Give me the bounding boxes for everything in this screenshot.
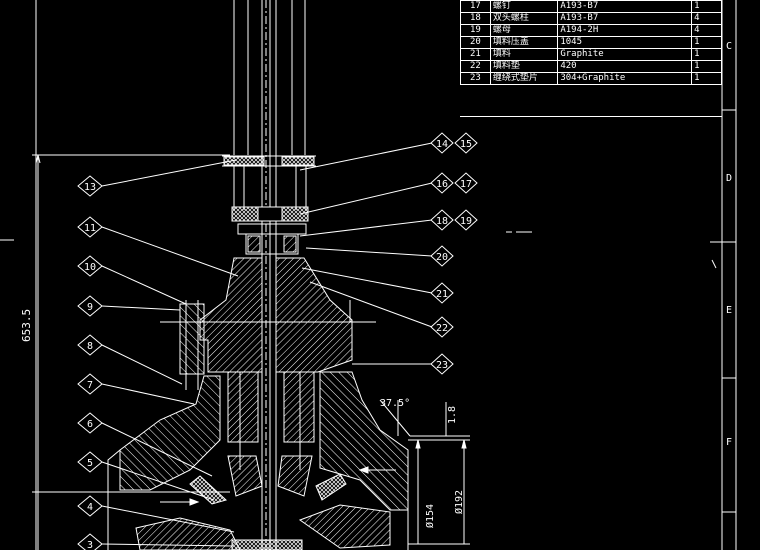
bom-cell-no: 22 (460, 60, 491, 73)
svg-text:23: 23 (436, 360, 448, 371)
callout-15: 15 (454, 132, 478, 154)
diameter-outer: Ø192 (453, 490, 465, 514)
svg-text:10: 10 (84, 262, 96, 273)
bom-cell-material: 420 (557, 60, 693, 73)
left-callouts: 13 11 10 9 8 7 6 5 4 3 (77, 175, 103, 550)
bom-cell-qty: 1 (691, 0, 722, 13)
callout-11: 11 (77, 216, 103, 238)
callout-20: 20 (430, 245, 454, 267)
valve-body (107, 371, 409, 550)
zone-label-e: E (726, 305, 732, 316)
svg-text:3: 3 (87, 540, 93, 550)
stem-assembly (222, 0, 316, 550)
bom-bottom-rule (460, 116, 722, 117)
callout-23: 23 (430, 353, 454, 375)
callout-19: 19 (454, 209, 478, 231)
callout-6: 6 (77, 412, 103, 434)
right-leaders (299, 142, 433, 365)
callout-22: 22 (430, 316, 454, 338)
zone-label-f: F (726, 437, 732, 448)
right-dimensions (379, 399, 470, 545)
overall-height-dimension (32, 154, 230, 550)
bom-cell-name: 螺钉 (489, 0, 559, 13)
bom-cell-name: 填料 (489, 48, 559, 61)
bom-cell-material: 1045 (557, 36, 693, 49)
callout-18: 18 (430, 209, 454, 231)
bom-cell-material: A193-B7 (557, 0, 693, 13)
svg-text:20: 20 (436, 252, 448, 263)
callout-14: 14 (430, 132, 454, 154)
callout-9: 9 (77, 295, 103, 317)
svg-text:5: 5 (87, 458, 93, 469)
bom-cell-no: 19 (460, 24, 491, 37)
bom-cell-name: 双头螺柱 (489, 12, 559, 25)
bom-cell-no: 18 (460, 12, 491, 25)
callout-4: 4 (77, 495, 103, 517)
callout-3: 3 (77, 533, 103, 550)
bom-cell-qty: 4 (691, 24, 722, 37)
bom-cell-no: 20 (460, 36, 491, 49)
svg-text:13: 13 (84, 182, 96, 193)
angle-dimension: 37.5° (380, 398, 410, 409)
callout-5: 5 (77, 451, 103, 473)
zone-label-d: D (726, 173, 732, 184)
bom-cell-no: 23 (460, 72, 491, 85)
callout-16: 16 (430, 172, 454, 194)
drawing-frame (0, 0, 737, 550)
svg-text:8: 8 (87, 341, 93, 352)
svg-text:6: 6 (87, 419, 93, 430)
bom-cell-material: Graphite (557, 48, 693, 61)
left-leaders (101, 159, 239, 547)
callout-17: 17 (454, 172, 478, 194)
callout-10: 10 (77, 255, 103, 277)
svg-text:17: 17 (460, 179, 472, 190)
right-callouts: 14 15 16 17 18 19 20 21 22 23 (430, 132, 478, 375)
callout-21: 21 (430, 282, 454, 304)
zone-label-c: C (726, 41, 732, 52)
svg-text:16: 16 (436, 179, 448, 190)
svg-text:21: 21 (436, 289, 448, 300)
callout-8: 8 (77, 334, 103, 356)
svg-text:9: 9 (87, 302, 93, 313)
bom-cell-qty: 1 (691, 72, 722, 85)
bom-cell-qty: 1 (691, 36, 722, 49)
svg-text:19: 19 (460, 216, 472, 227)
svg-text:22: 22 (436, 323, 448, 334)
bom-cell-no: 21 (460, 48, 491, 61)
bom-cell-qty: 1 (691, 48, 722, 61)
overall-height-text: 653.5 (20, 309, 33, 342)
bom-cell-no: 17 (460, 0, 491, 13)
small-dimension: 1.8 (447, 406, 458, 424)
bom-cell-name: 填料压盖 (489, 36, 559, 49)
bom-cell-material: 304+Graphite (557, 72, 693, 85)
callout-13: 13 (77, 175, 103, 197)
svg-text:18: 18 (436, 216, 448, 227)
bom-cell-name: 填料垫 (489, 60, 559, 73)
svg-text:7: 7 (87, 380, 93, 391)
bom-cell-material: A193-B7 (557, 12, 693, 25)
zone-labels: C D E F (726, 41, 732, 448)
diameter-inner: Ø154 (424, 504, 436, 528)
bonnet (160, 257, 376, 470)
callout-7: 7 (77, 373, 103, 395)
svg-text:15: 15 (460, 139, 472, 150)
bom-cell-name: 螺母 (489, 24, 559, 37)
svg-text:4: 4 (87, 502, 93, 513)
bom-cell-material: A194-2H (557, 24, 693, 37)
bom-cell-qty: 1 (691, 60, 722, 73)
bom-cell-name: 缠绕式垫片 (489, 72, 559, 85)
bom-cell-qty: 4 (691, 12, 722, 25)
svg-text:14: 14 (436, 139, 448, 150)
svg-text:11: 11 (84, 223, 96, 234)
